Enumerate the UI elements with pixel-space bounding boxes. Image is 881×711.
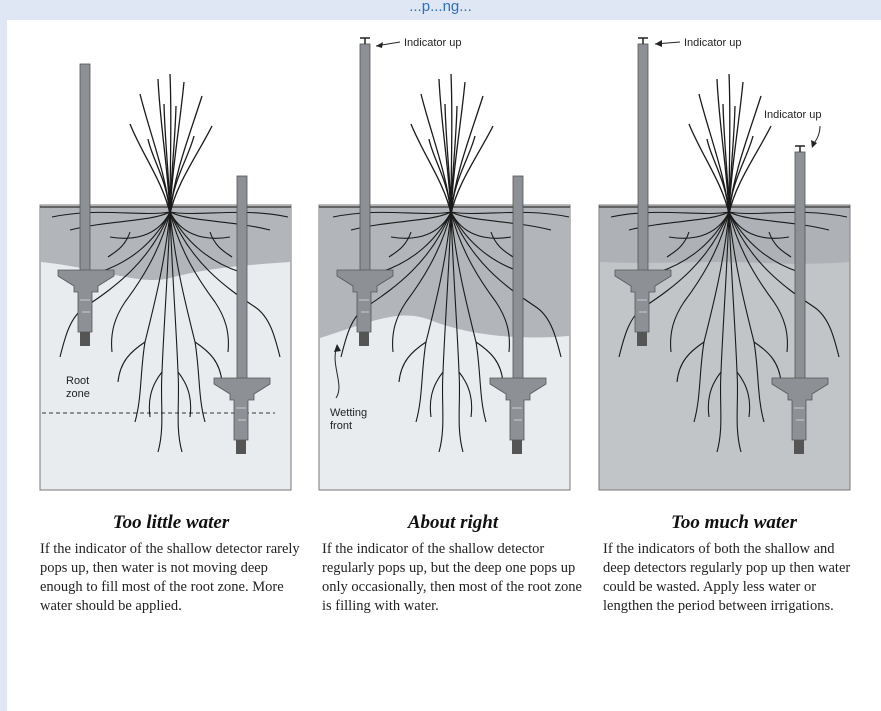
panel-text-too-little-water: Too little water If the indicator of the… — [40, 512, 302, 616]
deep-detector-tube — [795, 152, 805, 380]
panel-text-too-much-water: Too much water If the indicators of both… — [603, 512, 865, 616]
wetting-front-label-1: Wetting — [330, 407, 367, 419]
deep-detector-tube — [237, 176, 247, 380]
root-zone-label-2: zone — [66, 388, 90, 400]
root-zone-label-1: Root — [66, 375, 89, 387]
wetted-soil-region — [600, 206, 849, 264]
deep-detector-tube — [513, 176, 523, 380]
plant — [411, 74, 493, 214]
indicator-up-label-deep: Indicator up — [764, 109, 821, 121]
panel-too-little-water: Root zone — [40, 64, 291, 490]
panel-about-right: Indicator up Wetting front — [319, 37, 570, 490]
wetting-front-label-2: front — [330, 420, 352, 432]
panel-description: If the indicator of the shallow detector… — [322, 540, 584, 616]
panel-text-about-right: About right If the indicator of the shal… — [322, 512, 584, 616]
plant — [130, 74, 212, 214]
panel-too-much-water: Indicator up Indicator up — [599, 37, 850, 490]
shallow-detector-tube — [80, 64, 90, 272]
indicator-up-label: Indicator up — [404, 37, 461, 49]
shallow-detector-tube — [360, 44, 370, 272]
shallow-detector-tube — [638, 44, 648, 272]
panel-description: If the indicator of the shallow detector… — [40, 540, 302, 616]
panel-title: About right — [322, 512, 584, 534]
panel-title: Too little water — [40, 512, 302, 534]
panel-title: Too much water — [603, 512, 865, 534]
indicator-up-label: Indicator up — [684, 37, 741, 49]
plant — [689, 74, 771, 214]
panel-description: If the indicators of both the shallow an… — [603, 540, 865, 616]
